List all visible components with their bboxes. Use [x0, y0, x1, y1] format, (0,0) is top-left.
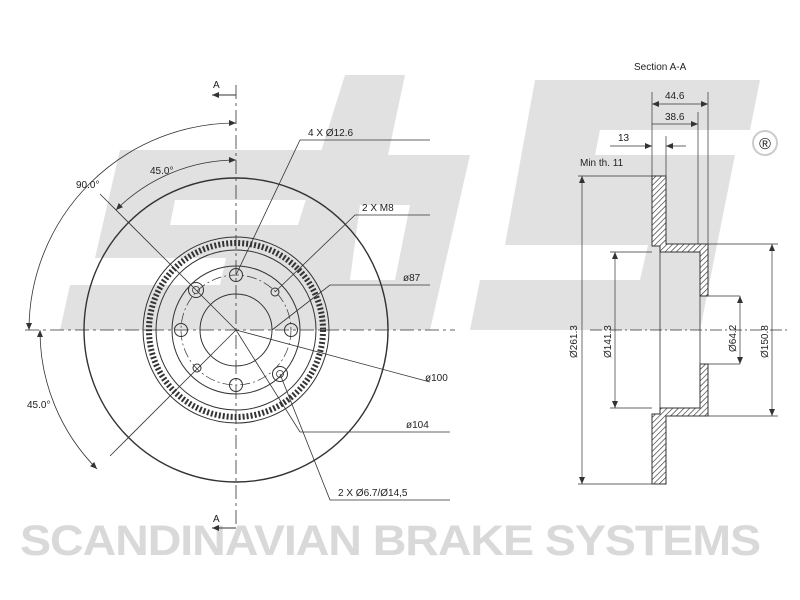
- section-marker-bottom: A: [213, 514, 220, 525]
- leader-bore: [271, 284, 430, 331]
- angle-arc-45-top: [115, 157, 237, 211]
- section-lower: [651, 363, 709, 485]
- angle-left-label: 45.0°: [27, 400, 50, 411]
- dim-hat-diameter: Ø150.8: [760, 325, 771, 358]
- callout-pcd: ø100: [425, 373, 448, 384]
- dim-min-thickness: Min th. 11: [580, 158, 624, 169]
- bolt-hole: [229, 378, 243, 392]
- front-view: [25, 85, 455, 531]
- leader-hub: [235, 329, 450, 433]
- angle-arc-45-left: [36, 329, 98, 470]
- angle-top-label: 45.0°: [150, 166, 173, 177]
- leader-pcd: [235, 329, 431, 383]
- angle-arc-90: [26, 120, 237, 331]
- dim-hat-depth: 38.6: [665, 112, 685, 123]
- counterbore-hole: [272, 366, 288, 382]
- angle-outer-label: 90.0°: [76, 180, 99, 191]
- friction-ring-outer: [142, 236, 330, 424]
- leader-holes: [235, 139, 430, 276]
- registered-trademark: ®: [752, 130, 778, 156]
- dim-center-diameter: Ø64.2: [728, 324, 739, 352]
- callout-bolt-holes: 4 X Ø12.6: [308, 128, 353, 139]
- callout-bore: ø87: [403, 273, 421, 284]
- dim-inner-ring-diameter: Ø141.3: [603, 325, 614, 358]
- leader-threads: [274, 214, 430, 293]
- dim-total-width: 44.6: [665, 91, 685, 102]
- registered-mark-text: ®: [759, 136, 771, 153]
- threaded-hole: [192, 363, 202, 373]
- section-dimensions: [578, 92, 778, 485]
- callout-threads: 2 X M8: [362, 203, 394, 214]
- section-profile: [590, 175, 790, 485]
- section-marker-top: A: [213, 80, 220, 91]
- threaded-hole: [270, 287, 280, 297]
- callout-small-holes: 2 X Ø6.7/Ø14,5: [338, 488, 408, 499]
- dim-thickness: 13: [618, 133, 630, 144]
- bolt-hole: [284, 323, 298, 337]
- dim-outer-diameter: Ø261.3: [569, 325, 580, 358]
- friction-ring-inner: [155, 249, 317, 411]
- hub-ring: [171, 265, 301, 395]
- leader-small-holes: [279, 373, 450, 501]
- friction-ring-vent: [146, 240, 326, 420]
- callout-hub: ø104: [406, 420, 429, 431]
- section-title: Section A-A: [634, 62, 687, 73]
- counterbore-hole-inner: [276, 370, 284, 378]
- company-name-watermark: SCANDINAVIAN BRAKE SYSTEMS: [20, 517, 760, 565]
